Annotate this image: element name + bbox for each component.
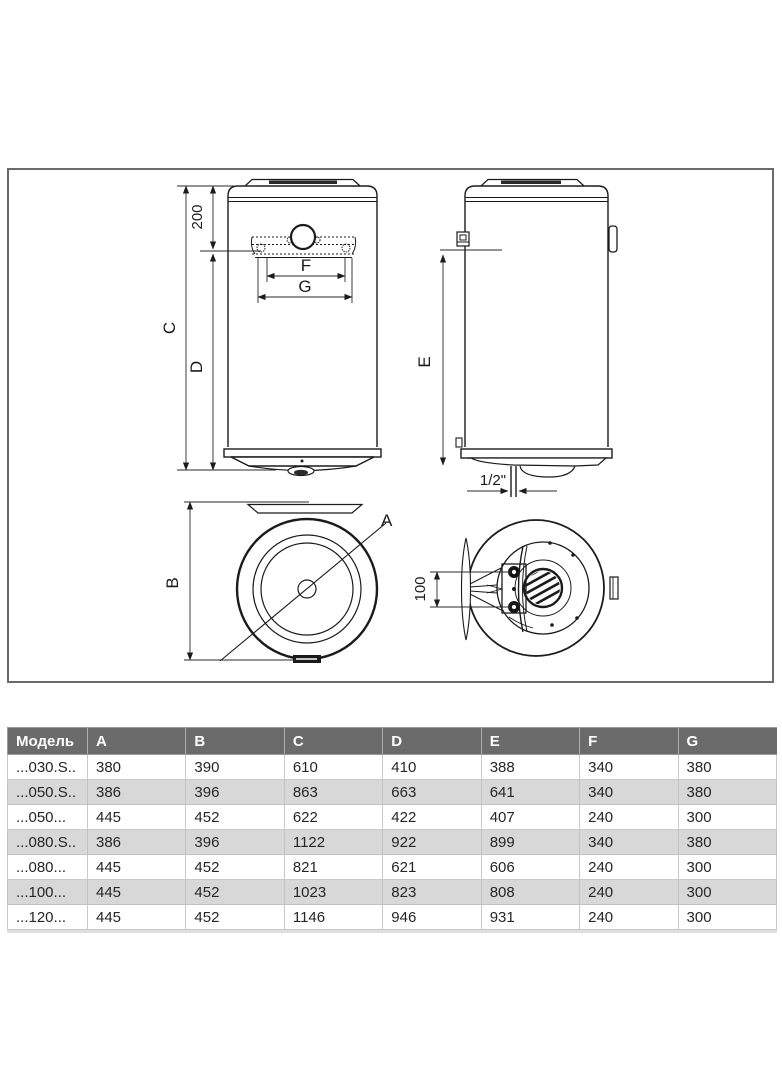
column-header-b: B	[185, 727, 285, 755]
table-cell: 823	[382, 879, 482, 905]
table-cell: 1122	[283, 829, 384, 855]
table-cell: 1146	[283, 904, 384, 930]
bottom-view-dimensions	[430, 571, 511, 608]
table-cell: 240	[579, 879, 679, 905]
table-cell: 380	[677, 779, 778, 805]
table-cell: 606	[480, 854, 581, 880]
table-cell: 407	[480, 804, 581, 830]
front-view	[223, 178, 382, 477]
table-cell: 452	[185, 879, 285, 905]
table-cell: 445	[86, 854, 187, 880]
column-header-a: A	[86, 727, 186, 755]
table-row: ...100... 445 452 1023 823 808 240 300	[7, 879, 778, 905]
column-header-model: Модель	[7, 727, 88, 755]
table-row: ...030.S.. 380 390 610 410 388 340 380	[7, 754, 778, 780]
dim-label-b: B	[163, 577, 182, 588]
dim-label-f: F	[301, 256, 311, 275]
table-cell: 808	[480, 879, 581, 905]
table-cell: 931	[480, 904, 581, 930]
table-cell: 380	[677, 754, 778, 780]
front-view-dimensions	[177, 185, 353, 471]
technical-drawing-panel: 200 C D F G E 1/2"	[7, 168, 774, 683]
table-cell: 663	[382, 779, 482, 805]
table-cell: 821	[283, 854, 384, 880]
table-cell: 899	[480, 829, 581, 855]
table-cell: 452	[185, 904, 285, 930]
table-cell: 610	[283, 754, 384, 780]
table-cell: 340	[579, 829, 679, 855]
table-cell: 452	[185, 854, 285, 880]
table-row: ...080... 445 452 821 621 606 240 300	[7, 854, 778, 880]
side-view	[455, 178, 618, 497]
dim-label-e: E	[415, 356, 434, 367]
column-header-f: F	[579, 727, 679, 755]
column-header-e: E	[480, 727, 580, 755]
table-cell: 622	[283, 804, 384, 830]
technical-drawing: 200 C D F G E 1/2"	[160, 178, 619, 663]
table-cell-model: ...050...	[7, 804, 88, 830]
table-cell: 1023	[283, 879, 384, 905]
column-header-g: G	[677, 727, 777, 755]
table-row: ...050.S.. 386 396 863 663 641 340 380	[7, 779, 778, 805]
column-header-d: D	[382, 727, 482, 755]
table-cell: 300	[677, 879, 778, 905]
table-cell: 396	[185, 779, 285, 805]
table-cell: 386	[86, 829, 187, 855]
table-cell: 390	[185, 754, 285, 780]
table-cell: 388	[480, 754, 581, 780]
table-cell-model: ...100...	[7, 879, 88, 905]
table-cell-model: ...080.S..	[7, 829, 88, 855]
dim-label-100: 100	[412, 576, 429, 601]
table-cell: 300	[677, 854, 778, 880]
table-cell: 641	[480, 779, 581, 805]
table-cell-model: ...120...	[7, 904, 88, 930]
dim-label-g: G	[298, 277, 311, 296]
table-cell: 300	[677, 804, 778, 830]
table-cell: 445	[86, 879, 187, 905]
table-row: ...080.S.. 386 396 1122 922 899 340 380	[7, 829, 778, 855]
table-cell: 422	[382, 804, 482, 830]
table-cell: 240	[579, 904, 679, 930]
table-header-row: Модель A B C D E F G	[7, 727, 777, 755]
table-cell: 386	[86, 779, 187, 805]
table-cell: 922	[382, 829, 482, 855]
table-cell-model: ...030.S..	[7, 754, 88, 780]
dim-label-a: A	[381, 511, 393, 530]
dim-label-200: 200	[189, 204, 206, 229]
table-cell-model: ...050.S..	[7, 779, 88, 805]
table-cell: 240	[579, 804, 679, 830]
table-cell: 863	[283, 779, 384, 805]
column-header-c: C	[283, 727, 383, 755]
table-cell: 340	[579, 779, 679, 805]
side-view-dimensions	[439, 249, 557, 495]
table-cell: 445	[86, 804, 187, 830]
bottom-view	[460, 519, 619, 657]
table-cell-model: ...080...	[7, 854, 88, 880]
table-cell: 300	[677, 904, 778, 930]
table-row: ...050... 445 452 622 422 407 240 300	[7, 804, 778, 830]
table-row: ...120... 445 452 1146 946 931 240 300	[7, 904, 778, 930]
table-cell: 621	[382, 854, 482, 880]
table-cell: 240	[579, 854, 679, 880]
dim-label-pipe: 1/2"	[480, 472, 506, 489]
table-cell: 380	[86, 754, 187, 780]
table-cell: 452	[185, 804, 285, 830]
dim-label-d: D	[187, 361, 206, 373]
dimensions-table: Модель A B C D E F G ...030.S.. 380 390 …	[7, 727, 778, 933]
dim-label-c: C	[160, 322, 179, 334]
table-cell: 380	[677, 829, 778, 855]
table-cell: 946	[382, 904, 482, 930]
table-cell: 445	[86, 904, 187, 930]
table-cell: 340	[579, 754, 679, 780]
top-view	[219, 503, 387, 663]
table-cell: 410	[382, 754, 482, 780]
table-cell: 396	[185, 829, 285, 855]
top-view-dimensions	[184, 501, 309, 661]
